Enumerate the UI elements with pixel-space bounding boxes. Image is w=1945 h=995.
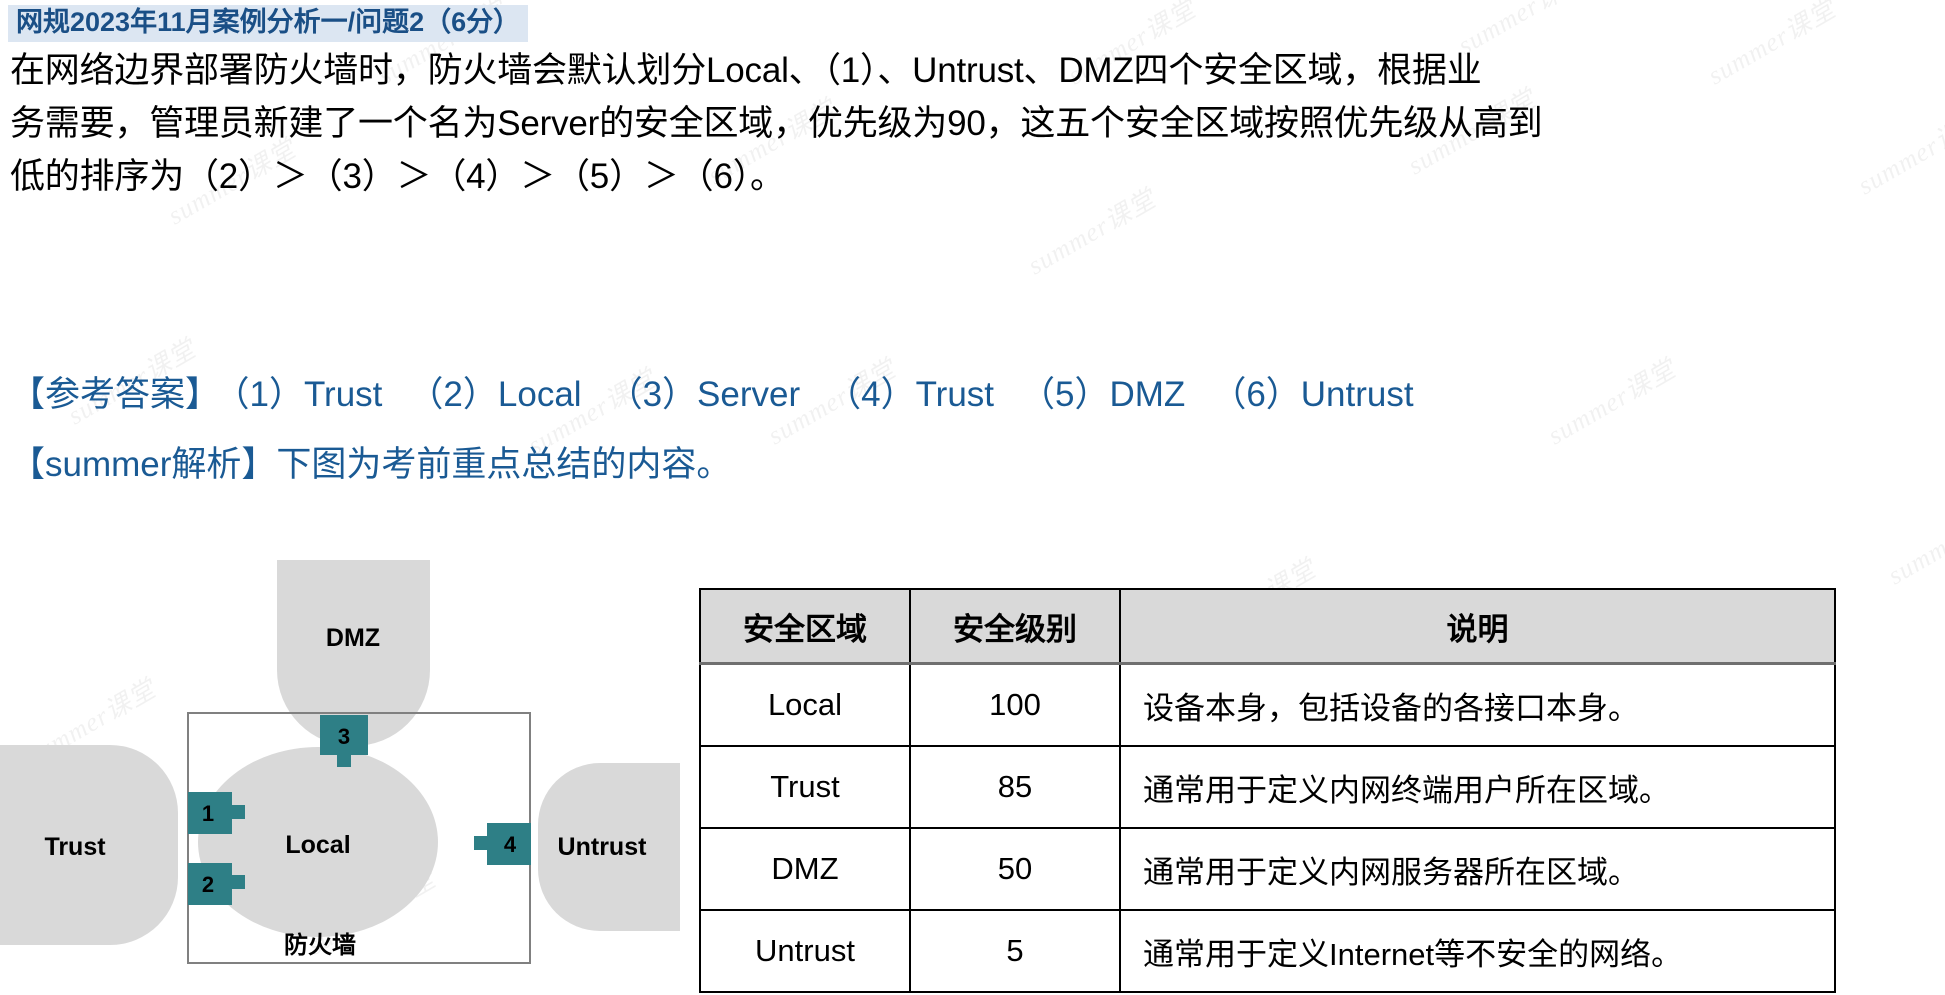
dmz-label: DMZ xyxy=(326,624,380,652)
watermark-text: summer课堂 xyxy=(1883,494,1945,591)
untrust-label: Untrust xyxy=(558,833,648,861)
svg-text:4: 4 xyxy=(504,832,517,857)
reference-answer-line: 【参考答案】 （1）Trust （2）Local （3）Server （4）Trust （… xyxy=(10,360,1935,430)
table-row: Trust 85 通常用于定义内网终端用户所在区域。 xyxy=(699,745,1836,829)
svg-text:3: 3 xyxy=(338,724,350,749)
cell-desc: 通常用于定义内网终端用户所在区域。 xyxy=(1119,745,1836,829)
cell-desc: 通常用于定义内网服务器所在区域。 xyxy=(1119,827,1836,911)
untrust-shape xyxy=(538,763,680,931)
col-header-level: 安全级别 xyxy=(909,588,1121,665)
svg-text:1: 1 xyxy=(202,801,214,826)
answer-item-1: （1）Trust xyxy=(232,375,383,414)
svg-text:2: 2 xyxy=(202,872,214,897)
dmz-shape xyxy=(277,560,430,746)
cell-zone: Local xyxy=(699,662,911,747)
cell-level: 85 xyxy=(909,745,1121,829)
security-zone-table: 安全区域 安全级别 说明 Local 100 设备本身，包括设备的各接口本身。 … xyxy=(699,588,1836,993)
question-line-2: 务需要，管理员新建了一个名为Server的安全区域，优先级为90，这五个安全区域… xyxy=(10,104,1543,143)
page-title-banner: 网规2023年11月案例分析一/问题2（6分） xyxy=(8,5,529,43)
local-label: Local xyxy=(285,831,350,859)
trust-label: Trust xyxy=(44,833,106,861)
answer-item-4: （4）Trust xyxy=(826,375,995,414)
cell-desc: 通常用于定义Internet等不安全的网络。 xyxy=(1119,909,1836,993)
cell-level: 5 xyxy=(909,909,1121,993)
security-zone-diagram: 3 1 2 4 DMZ Trust Local Untrust 防火墙 xyxy=(0,560,680,995)
interface-1: 1 xyxy=(188,792,245,834)
question-line-1: 在网络边界部署防火墙时，防火墙会默认划分Local、（1）、Untrust、DM… xyxy=(10,51,1482,90)
local-shape xyxy=(198,747,438,937)
table-row: Local 100 设备本身，包括设备的各接口本身。 xyxy=(699,662,1836,747)
answer-item-6: （6）Untrust xyxy=(1211,375,1414,414)
cell-level: 50 xyxy=(909,827,1121,911)
cell-zone: DMZ xyxy=(699,827,911,911)
question-line-3: 低的排序为（2）＞（3）＞（4）＞（5）＞（6）。 xyxy=(10,157,785,196)
cell-zone: Trust xyxy=(699,745,911,829)
interface-3: 3 xyxy=(320,715,368,767)
col-header-desc: 说明 xyxy=(1119,588,1836,665)
answer-item-2: （2）Local xyxy=(408,375,582,414)
interface-2: 2 xyxy=(188,863,245,905)
reference-answer-label: 【参考答案】 xyxy=(10,375,221,414)
cell-desc: 设备本身，包括设备的各接口本身。 xyxy=(1119,662,1836,747)
trust-shape xyxy=(0,745,178,945)
question-text: 在网络边界部署防火墙时，防火墙会默认划分Local、（1）、Untrust、DM… xyxy=(10,44,1935,203)
interface-4: 4 xyxy=(474,823,531,865)
cell-zone: Untrust xyxy=(699,909,911,993)
answer-item-5: （5）DMZ xyxy=(1020,375,1186,414)
analysis-line: 【summer解析】下图为考前重点总结的内容。 xyxy=(10,445,732,484)
cell-level: 100 xyxy=(909,662,1121,747)
answer-item-3: （3）Server xyxy=(607,375,801,414)
table-row: Untrust 5 通常用于定义Internet等不安全的网络。 xyxy=(699,909,1836,993)
firewall-label: 防火墙 xyxy=(284,931,356,959)
answer-section: 【参考答案】 （1）Trust （2）Local （3）Server （4）Trust （… xyxy=(10,360,1935,500)
col-header-zone: 安全区域 xyxy=(699,588,911,665)
table-row: DMZ 50 通常用于定义内网服务器所在区域。 xyxy=(699,827,1836,911)
table-header-row: 安全区域 安全级别 说明 xyxy=(699,588,1836,665)
